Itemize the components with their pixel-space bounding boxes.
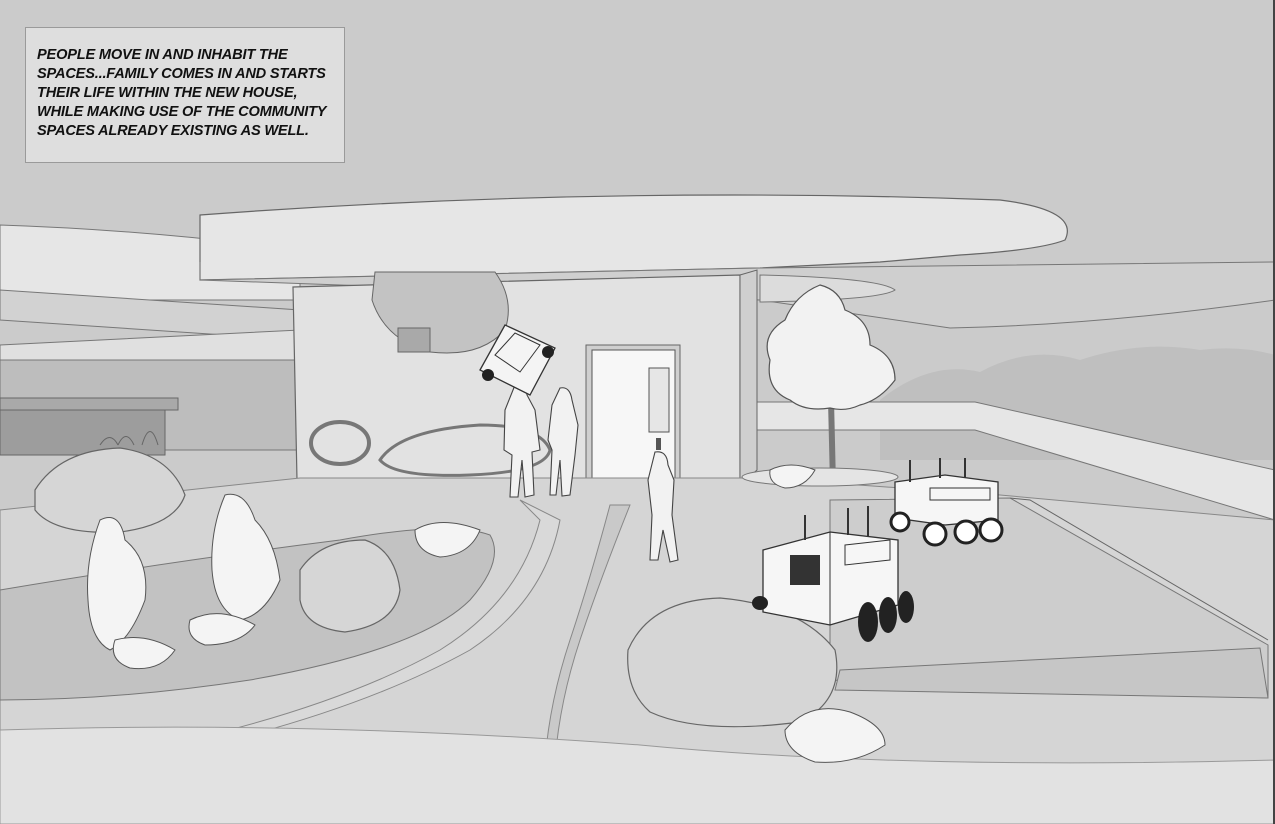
caption-text: PEOPLE MOVE IN AND INHABIT THE SPACES...… [37,47,327,139]
robot-on-wall [479,324,556,396]
tree [766,284,896,485]
distant-hills [880,346,1275,460]
frame-border [1273,0,1275,824]
rocks [34,447,838,728]
caption-box: PEOPLE MOVE IN AND INHABIT THE SPACES...… [25,27,345,163]
robot-large [752,506,914,642]
robot-small [889,458,1004,547]
house [292,269,758,489]
plants [87,464,886,763]
people [503,384,679,563]
